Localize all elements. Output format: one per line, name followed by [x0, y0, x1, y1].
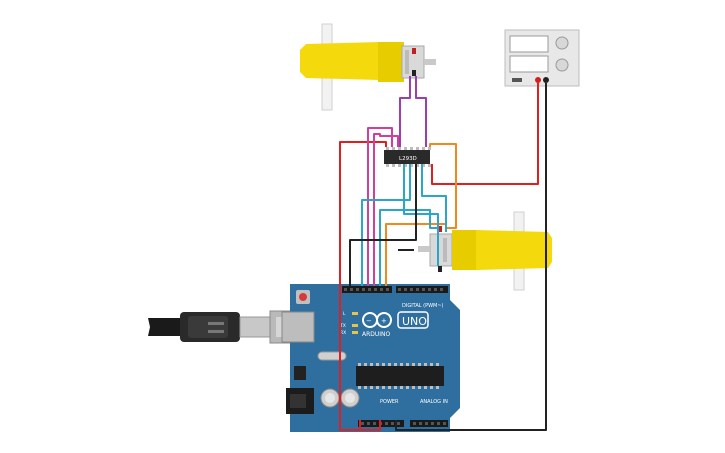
power-label: POWER — [380, 399, 399, 405]
svg-text:−: − — [366, 317, 372, 325]
atmega-chip — [356, 366, 444, 386]
wire-cyan — [421, 164, 447, 232]
psu-display-current — [509, 55, 549, 73]
regulator — [294, 366, 306, 380]
motor-gearbox — [476, 230, 552, 270]
motor-shaft — [424, 59, 436, 65]
motor-gearbox — [300, 42, 380, 80]
wire-purple — [399, 76, 411, 147]
psu-positive-terminal[interactable] — [535, 77, 541, 83]
wire-red — [431, 83, 539, 185]
wire-cyan — [403, 164, 439, 266]
wire-cyan — [361, 164, 411, 286]
digital-label: DIGITAL (PWM~) — [402, 303, 444, 309]
header-analog — [410, 420, 448, 427]
model-text: UNO — [402, 315, 427, 328]
psu-negative-terminal[interactable] — [543, 77, 549, 83]
psu-current-knob[interactable] — [555, 58, 569, 72]
wire-magenta — [367, 127, 393, 286]
wire-purple — [415, 76, 427, 147]
dc-motor-top[interactable] — [300, 23, 436, 111]
svg-text:+: + — [381, 317, 387, 325]
arduino-uno-board[interactable]: − + ARDUINO UNO L TX RX DIGITAL (PWM~) — [281, 284, 460, 432]
svg-text:TX: TX — [339, 323, 346, 329]
psu-switch[interactable] — [512, 78, 522, 82]
arduino-logo: − + ARDUINO UNO — [362, 311, 429, 338]
wire-black — [349, 164, 417, 286]
analog-label: ANALOG IN — [420, 399, 448, 405]
bench-power-supply[interactable] — [504, 29, 580, 87]
usb-port — [281, 311, 315, 343]
wires — [339, 76, 547, 431]
wire-red — [346, 420, 381, 431]
wire-cyan — [379, 209, 438, 286]
wire-magenta — [373, 133, 399, 286]
motor-shaft — [418, 246, 430, 252]
svg-text:RX: RX — [340, 330, 346, 336]
ic-body — [384, 150, 430, 164]
wire-black — [395, 83, 547, 431]
svg-text:L: L — [343, 311, 346, 317]
psu-voltage-knob[interactable] — [555, 36, 569, 50]
wire-orange — [385, 143, 457, 286]
crystal — [317, 351, 347, 361]
status-leds: L TX RX — [339, 311, 358, 336]
l293d-driver-ic[interactable]: L293D — [384, 147, 431, 167]
ic-label: L293D — [399, 156, 417, 162]
dc-motor-right[interactable] — [418, 211, 552, 291]
psu-display-voltage — [509, 35, 549, 53]
logo-text: ARDUINO — [362, 331, 391, 338]
header-digital-left — [342, 286, 392, 293]
motor-body — [429, 233, 453, 267]
wire-red — [339, 141, 387, 431]
